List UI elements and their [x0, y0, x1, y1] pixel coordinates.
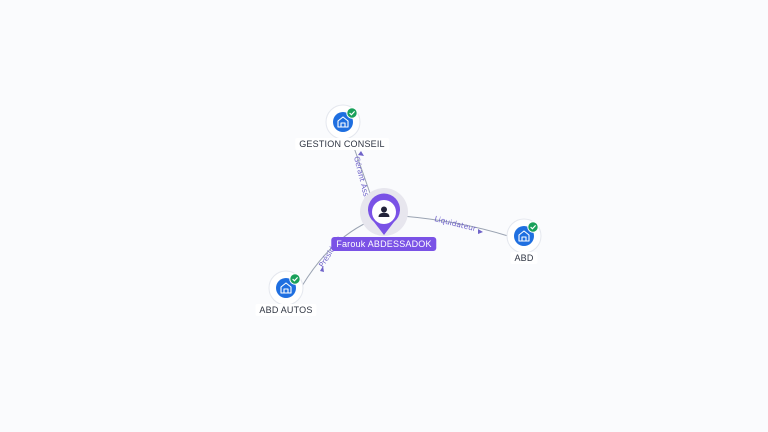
edge-abd-autos	[301, 221, 369, 287]
company-building-icon	[337, 116, 349, 128]
arrow-abd-autos	[320, 266, 324, 272]
company-label-abd: ABD	[510, 252, 538, 264]
company-label-gestion-conseil: GESTION CONSEIL	[295, 138, 389, 150]
verified-badge-icon	[346, 107, 358, 119]
verified-badge-icon	[527, 221, 539, 233]
person-name-label[interactable]: Farouk ABDESSADOK	[331, 237, 437, 251]
edge-label-abd: Liquidateur	[434, 214, 478, 233]
company-label-abd-autos: ABD AUTOS	[255, 304, 317, 316]
person-icon	[378, 206, 390, 217]
company-node-abd-autos[interactable]	[268, 270, 304, 306]
person-node[interactable]	[360, 188, 408, 236]
company-building-icon	[518, 230, 530, 242]
arrow-gestion-conseil	[358, 151, 364, 156]
arrow-abd	[478, 229, 483, 234]
company-node-abd[interactable]	[506, 218, 542, 254]
edge-abd	[401, 215, 509, 237]
verified-badge-icon	[289, 273, 301, 285]
company-building-icon	[280, 282, 292, 294]
company-node-gestion-conseil[interactable]	[325, 104, 361, 140]
